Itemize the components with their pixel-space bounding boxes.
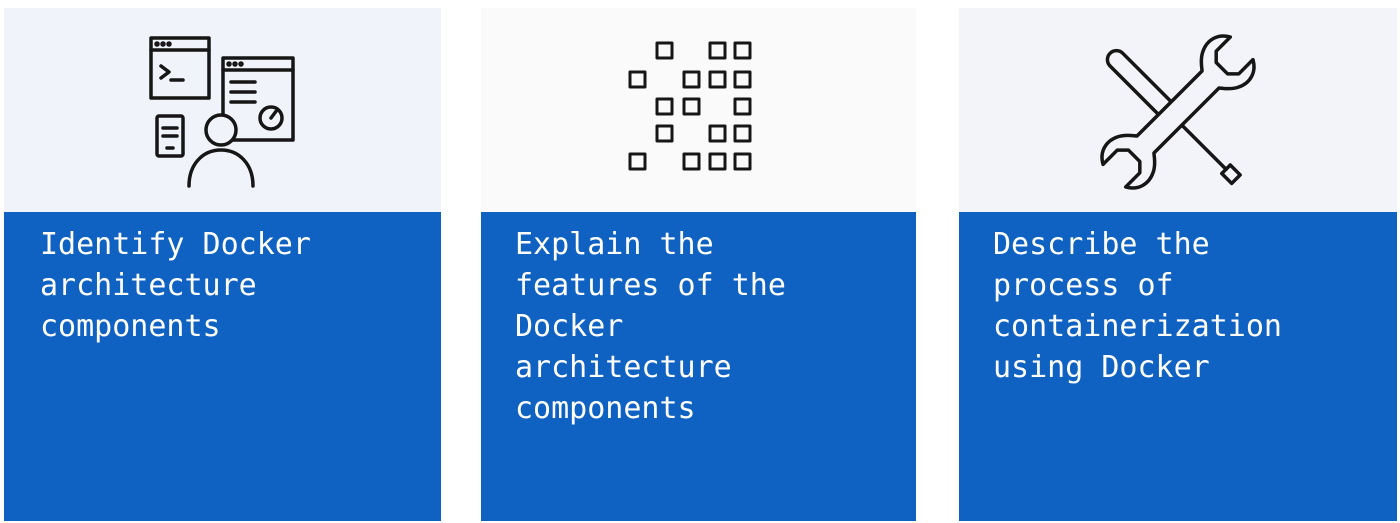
- card-text-area: Explain the features of the Docker archi…: [481, 212, 916, 521]
- objective-card-identify: Identify Docker architecture components: [4, 8, 441, 521]
- developer-workstation-icon: [148, 36, 295, 188]
- grid-cell: [733, 41, 751, 60]
- objective-text: Explain the features of the Docker archi…: [515, 227, 786, 426]
- grid-cell: [708, 152, 726, 171]
- grid-cell: [682, 70, 700, 89]
- grid-cell: [733, 70, 751, 89]
- grid-cell: [655, 124, 673, 143]
- objective-text: Describe the process of containerization…: [993, 227, 1282, 385]
- card-icon-area: [959, 8, 1397, 212]
- objective-card-explain: Explain the features of the Docker archi…: [481, 8, 916, 521]
- objective-card-describe: Describe the process of containerization…: [959, 8, 1397, 521]
- grid-cell: [708, 124, 726, 143]
- grid-cell: [733, 97, 751, 116]
- grid-cell: [628, 70, 646, 89]
- grid-cell: [682, 152, 700, 171]
- grid-cell: [628, 152, 646, 171]
- card-icon-area: [4, 8, 441, 212]
- card-icon-area: [481, 8, 916, 212]
- grid-cell: [655, 41, 673, 60]
- card-text-area: Describe the process of containerization…: [959, 212, 1397, 521]
- grid-cell: [708, 70, 726, 89]
- grid-cell: [733, 152, 751, 171]
- grid-cell: [733, 124, 751, 143]
- grid-cell: [682, 97, 700, 116]
- objective-text: Identify Docker architecture components: [40, 227, 311, 344]
- wrench-screwdriver-icon: [1100, 34, 1256, 190]
- grid-cell: [708, 41, 726, 60]
- card-text-area: Identify Docker architecture components: [4, 212, 441, 521]
- grid-cell: [655, 97, 673, 116]
- container-grid-icon: [628, 41, 751, 171]
